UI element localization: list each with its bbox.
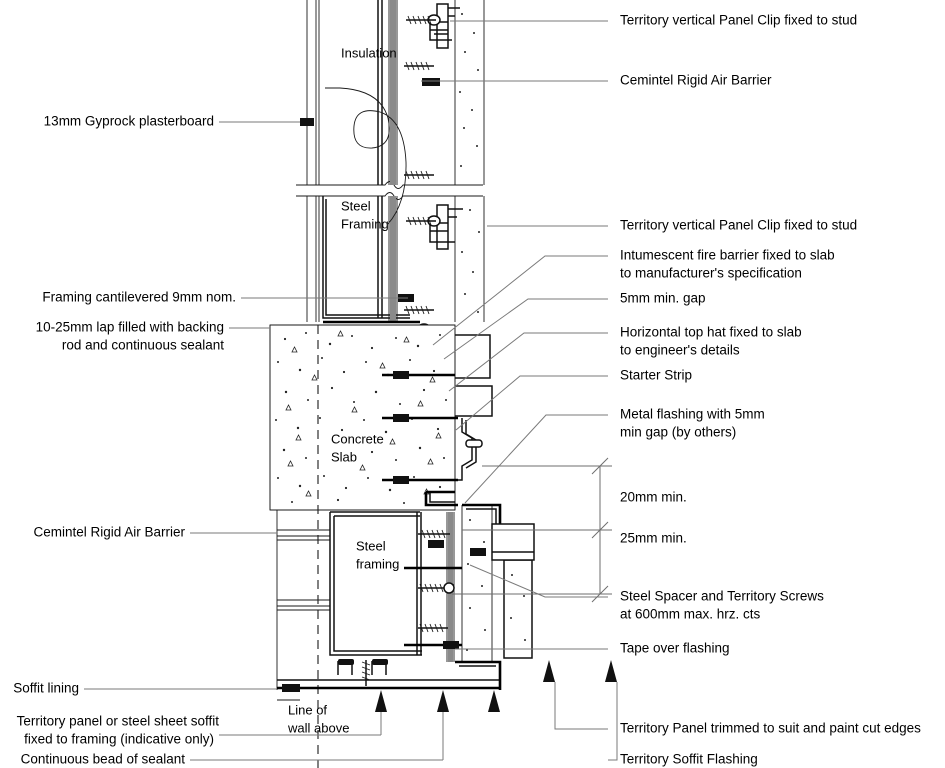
callout-intumescent-fire-barrier-line2: to manufacturer's specification — [620, 266, 802, 281]
callout-soffit-lining: Soffit lining — [13, 681, 79, 696]
callout-territory-soffit-flashing: Territory Soffit Flashing — [620, 752, 758, 767]
screw-lower-1 — [418, 529, 450, 548]
panel-speckle-upper — [459, 13, 480, 313]
callout-starter-strip: Starter Strip — [620, 368, 692, 383]
callout-tape-over-flashing: Tape over flashing — [620, 641, 730, 656]
gyprock-plasterboard-geometry — [306, 0, 320, 322]
callout-intumescent-fire-barrier-line1: Intumescent fire barrier fixed to slab — [620, 248, 835, 263]
callout-territory-panel-steel-sheet-soffit-line1: Territory panel or steel sheet soffit — [17, 714, 220, 729]
cemintel-rigid-air-barrier-geometry — [388, 0, 398, 322]
callout-territory-vertical-panel-clip-lower: Territory vertical Panel Clip fixed to s… — [620, 218, 857, 233]
dimension-text: 20mm min. 25mm min. — [620, 490, 687, 546]
slab-edge-detail — [382, 334, 493, 507]
territory-panel-upper — [454, 0, 485, 322]
steel-spacer-2 — [404, 641, 462, 649]
left-callout-leaders — [84, 118, 444, 761]
panel-clip-lower — [406, 204, 463, 250]
callout-territory-vertical-panel-clip-upper: Territory vertical Panel Clip fixed to s… — [620, 13, 857, 28]
left-callout-text: 13mm Gyprock plasterboard Framing cantil… — [13, 114, 236, 767]
label-steel-framing-upper-1: Steel — [341, 198, 371, 213]
insulation-leader — [325, 87, 407, 225]
concrete-hatch-triangles — [285, 330, 442, 497]
callout-continuous-bead-of-sealant: Continuous bead of sealant — [21, 752, 186, 767]
concrete-hatch-dots — [275, 332, 447, 504]
dimension-lines — [452, 457, 612, 603]
callout-gyprock-plasterboard: 13mm Gyprock plasterboard — [44, 114, 214, 129]
dimension-20mm-min: 20mm min. — [620, 490, 687, 505]
screw-upper-wall-2 — [404, 170, 434, 180]
panel-speckle-lower — [466, 519, 486, 651]
sealant-screw — [361, 660, 371, 686]
steel-stud-upper — [322, 0, 410, 319]
label-line-of-wall-above-2: wall above — [287, 720, 349, 735]
callout-five-mm-min-gap: 5mm min. gap — [620, 291, 706, 306]
right-callout-leaders — [421, 20, 618, 761]
label-steel-framing-lower-2: framing — [356, 556, 399, 571]
callout-horizontal-top-hat-line1: Horizontal top hat fixed to slab — [620, 325, 802, 340]
soffit-arrowheads — [375, 660, 617, 712]
callout-metal-flashing-line1: Metal flashing with 5mm — [620, 407, 765, 422]
screw-upper-wall-1 — [404, 61, 440, 86]
screw-upper-clip — [406, 15, 436, 25]
callout-lap-backing-rod-sealant-line1: 10-25mm lap filled with backing — [36, 320, 224, 335]
callout-metal-flashing-line2: min gap (by others) — [620, 425, 736, 440]
label-line-of-wall-above-1: Line of — [288, 702, 327, 717]
label-insulation: Insulation — [341, 45, 397, 60]
callout-lap-backing-rod-sealant-line2: rod and continuous sealant — [62, 338, 224, 353]
inline-text-labels: Insulation Steel Framing Concrete Slab S… — [287, 45, 399, 735]
label-steel-framing-lower-1: Steel — [356, 538, 386, 553]
panel-clip-upper — [406, 3, 460, 49]
label-steel-framing-upper-2: Framing — [341, 216, 389, 231]
lower-wall-geometry — [276, 503, 535, 692]
right-callout-text: Territory vertical Panel Clip fixed to s… — [620, 13, 921, 767]
callout-steel-spacer-territory-screws-line1: Steel Spacer and Territory Screws — [620, 589, 824, 604]
callout-territory-panel-steel-sheet-soffit-line2: fixed to framing (indicative only) — [24, 732, 214, 747]
callout-framing-cantilevered: Framing cantilevered 9mm nom. — [42, 290, 236, 305]
callout-steel-spacer-territory-screws-line2: at 600mm max. hrz. cts — [620, 607, 761, 622]
dimension-25mm-min: 25mm min. — [620, 531, 687, 546]
label-concrete-slab-2: Slab — [331, 449, 357, 464]
screw-lower-2 — [418, 582, 455, 594]
callout-territory-panel-trimmed: Territory Panel trimmed to suit and pain… — [620, 721, 921, 736]
label-concrete-slab-1: Concrete — [331, 431, 384, 446]
screw-lower-3 — [418, 623, 448, 633]
callout-cemintel-rigid-air-barrier-lower: Cemintel Rigid Air Barrier — [33, 525, 185, 540]
screw-lower-clip — [406, 216, 436, 226]
drawing-geometry — [269, 0, 617, 768]
callout-cemintel-rigid-air-barrier-upper: Cemintel Rigid Air Barrier — [620, 73, 772, 88]
callout-horizontal-top-hat-line2: to engineer's details — [620, 343, 740, 358]
